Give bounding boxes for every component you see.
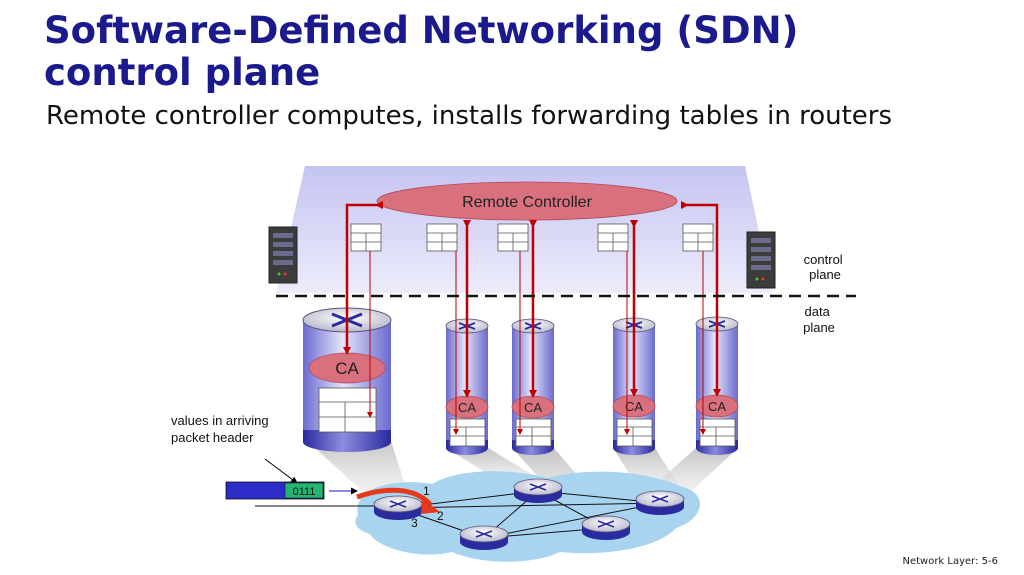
controller-flow-table <box>426 223 458 252</box>
slide-title: Software-Defined Networking (SDN) contro… <box>44 10 944 94</box>
slide-subtitle: Remote controller computes, installs for… <box>46 101 893 131</box>
control-plane-label-line: plane <box>809 267 841 282</box>
control-plane-label: control plane <box>804 252 847 282</box>
data-plane-label-line: plane <box>803 320 835 335</box>
ca-label: CA <box>335 359 359 378</box>
router-flow-table <box>616 418 653 447</box>
control-agent-large: CA <box>308 352 386 384</box>
packet-header-value: 0111 <box>293 486 316 498</box>
forwarding-decision-arrow <box>356 487 432 506</box>
network-router <box>459 525 509 550</box>
packet-annotation-line: packet header <box>171 430 254 445</box>
server-icon <box>268 226 298 284</box>
ca-label: CA <box>625 399 643 414</box>
ca-label: CA <box>524 400 542 415</box>
control-agent: CA <box>511 395 555 419</box>
ca-label: CA <box>458 400 476 415</box>
remote-controller-label: Remote Controller <box>462 194 593 211</box>
controller-flow-table <box>597 223 629 252</box>
control-agent: CA <box>445 395 489 419</box>
control-channel-arrows <box>343 201 721 398</box>
data-plane-label-line: data <box>805 304 831 319</box>
control-plane-label-line: control <box>804 252 843 267</box>
port-label: 1 <box>423 484 430 498</box>
annotation-pointer <box>264 458 298 484</box>
slide-footer: Network Layer: 5-6 <box>902 556 998 567</box>
port-label: 3 <box>411 516 418 530</box>
packet-annotation: values in arriving packet header <box>171 413 272 445</box>
controller-flow-table <box>497 223 529 252</box>
router-flow-table <box>449 418 486 447</box>
data-plane-label: data plane <box>803 304 835 335</box>
router-flow-table <box>515 418 552 447</box>
server-icon <box>746 231 776 289</box>
network-router <box>373 495 423 520</box>
packet: 0111 <box>225 481 325 500</box>
network-router <box>581 515 631 540</box>
ca-label: CA <box>708 399 726 414</box>
controller-flow-table <box>682 223 714 252</box>
network-router <box>513 478 563 503</box>
control-agent: CA <box>695 394 739 418</box>
slide-title-line-1: Software-Defined Networking (SDN) <box>44 9 799 52</box>
router-flow-table <box>699 418 736 447</box>
network-router <box>635 490 685 515</box>
controller-flow-table <box>350 223 382 252</box>
slide-title-line-2: control plane <box>44 51 321 94</box>
forwarding-decision-arrowhead <box>421 498 440 514</box>
control-agent: CA <box>612 394 656 418</box>
packet-annotation-line: values in arriving <box>171 413 269 428</box>
router-flow-table-large <box>318 387 377 433</box>
port-label: 2 <box>437 509 444 523</box>
